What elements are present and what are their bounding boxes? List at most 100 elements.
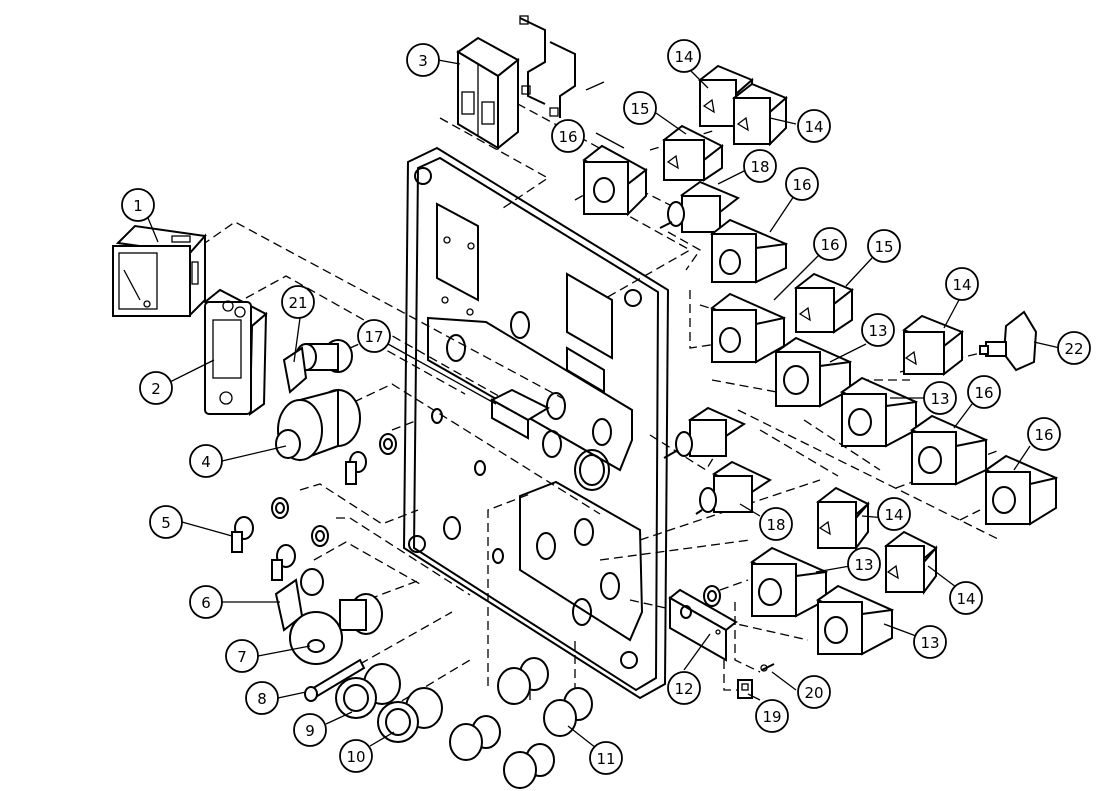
callout-c15a: 15 [623,91,657,125]
callout-circle [293,713,327,747]
callout-circle [945,267,979,301]
display-module-part [203,288,268,416]
callout-c3: 3 [406,43,440,77]
callout-circle [923,381,957,415]
callout-c14b: 14 [797,109,831,143]
rotary-knob-part [275,388,397,485]
callout-circle [755,699,789,733]
callout-circle [743,149,777,183]
callout-c9: 9 [293,713,327,747]
callout-c13a: 13 [861,313,895,347]
toggle-knob-parts [231,497,329,632]
callout-c16b: 16 [785,167,819,201]
callout-number: 14 [952,276,971,294]
callout-number: 16 [558,128,577,146]
callout-number: 13 [854,556,873,574]
callout-number: 18 [766,516,785,534]
callout-c14a: 14 [667,39,701,73]
callout-circle [551,119,585,153]
callout-circle [797,109,831,143]
callout-circle [189,444,223,478]
callout-c21: 21 [281,285,315,319]
callout-c19: 19 [755,699,789,733]
callout-number: 18 [750,158,769,176]
callout-number: 15 [874,238,893,256]
callout-number: 2 [151,380,161,398]
callout-c4: 4 [189,444,223,478]
callout-number: 20 [804,684,823,702]
bracket-part [489,388,551,440]
callout-number: 7 [237,648,247,666]
callout-c2: 2 [139,371,173,405]
callout-number: 13 [920,634,939,652]
callout-circle [861,313,895,347]
callout-circle [847,547,881,581]
front-panel-plate [402,146,670,700]
callout-number: 22 [1064,340,1083,358]
callout-number: 21 [288,294,307,312]
callout-circle [967,375,1001,409]
callout-number: 14 [956,590,975,608]
callout-circle [759,507,793,541]
callout-circle [1057,331,1091,365]
potentiometer-parts [659,180,773,515]
callout-circle [667,671,701,705]
callout-number: 6 [201,594,211,612]
callout-circle [667,39,701,73]
meter-part [112,224,207,318]
callout-circle [121,188,155,222]
emergency-stop-part [289,593,383,665]
callout-number: 14 [674,48,693,66]
callout-c16c: 16 [813,227,847,261]
callout-c16d: 16 [967,375,1001,409]
callout-number: 3 [418,52,428,70]
callout-c18b: 18 [759,507,793,541]
callout-number: 13 [930,390,949,408]
callout-number: 1 [133,197,143,215]
callout-circle [1027,417,1061,451]
callout-number: 16 [792,176,811,194]
callout-circle [245,681,279,715]
callout-c1: 1 [121,188,155,222]
callout-c14e: 14 [949,581,983,615]
callout-number: 14 [884,506,903,524]
callout-circle [913,625,947,659]
callout-circle [877,497,911,531]
callout-number: 19 [762,708,781,726]
callout-c7: 7 [225,639,259,673]
callout-c18a: 18 [743,149,777,183]
callout-number: 16 [974,384,993,402]
callout-circle [139,371,173,405]
callout-circle [797,675,831,709]
callout-number: 15 [630,100,649,118]
callout-c13b: 13 [923,381,957,415]
callout-number: 9 [305,722,315,740]
callout-c12: 12 [667,671,701,705]
callout-c10: 10 [339,739,373,773]
callout-number: 16 [1034,426,1053,444]
callout-c13c: 13 [847,547,881,581]
callout-c13d: 13 [913,625,947,659]
callout-c17: 17 [357,319,391,353]
callout-c6: 6 [189,585,223,619]
callout-circle [149,505,183,539]
callout-circle [339,739,373,773]
callout-circle [225,639,259,673]
callout-c16a: 16 [551,119,585,153]
callout-number: 13 [868,322,887,340]
callout-c14d: 14 [877,497,911,531]
push-button-parts [335,657,593,789]
callout-c14c: 14 [945,267,979,301]
contact-block-parts [582,64,1059,656]
callout-circle [589,741,623,775]
callout-circle [357,319,391,353]
callout-c20: 20 [797,675,831,709]
circuit-breaker-part [456,15,605,151]
callout-number: 8 [257,690,267,708]
callout-number: 14 [804,118,823,136]
key-part [304,658,366,702]
callout-circle [813,227,847,261]
